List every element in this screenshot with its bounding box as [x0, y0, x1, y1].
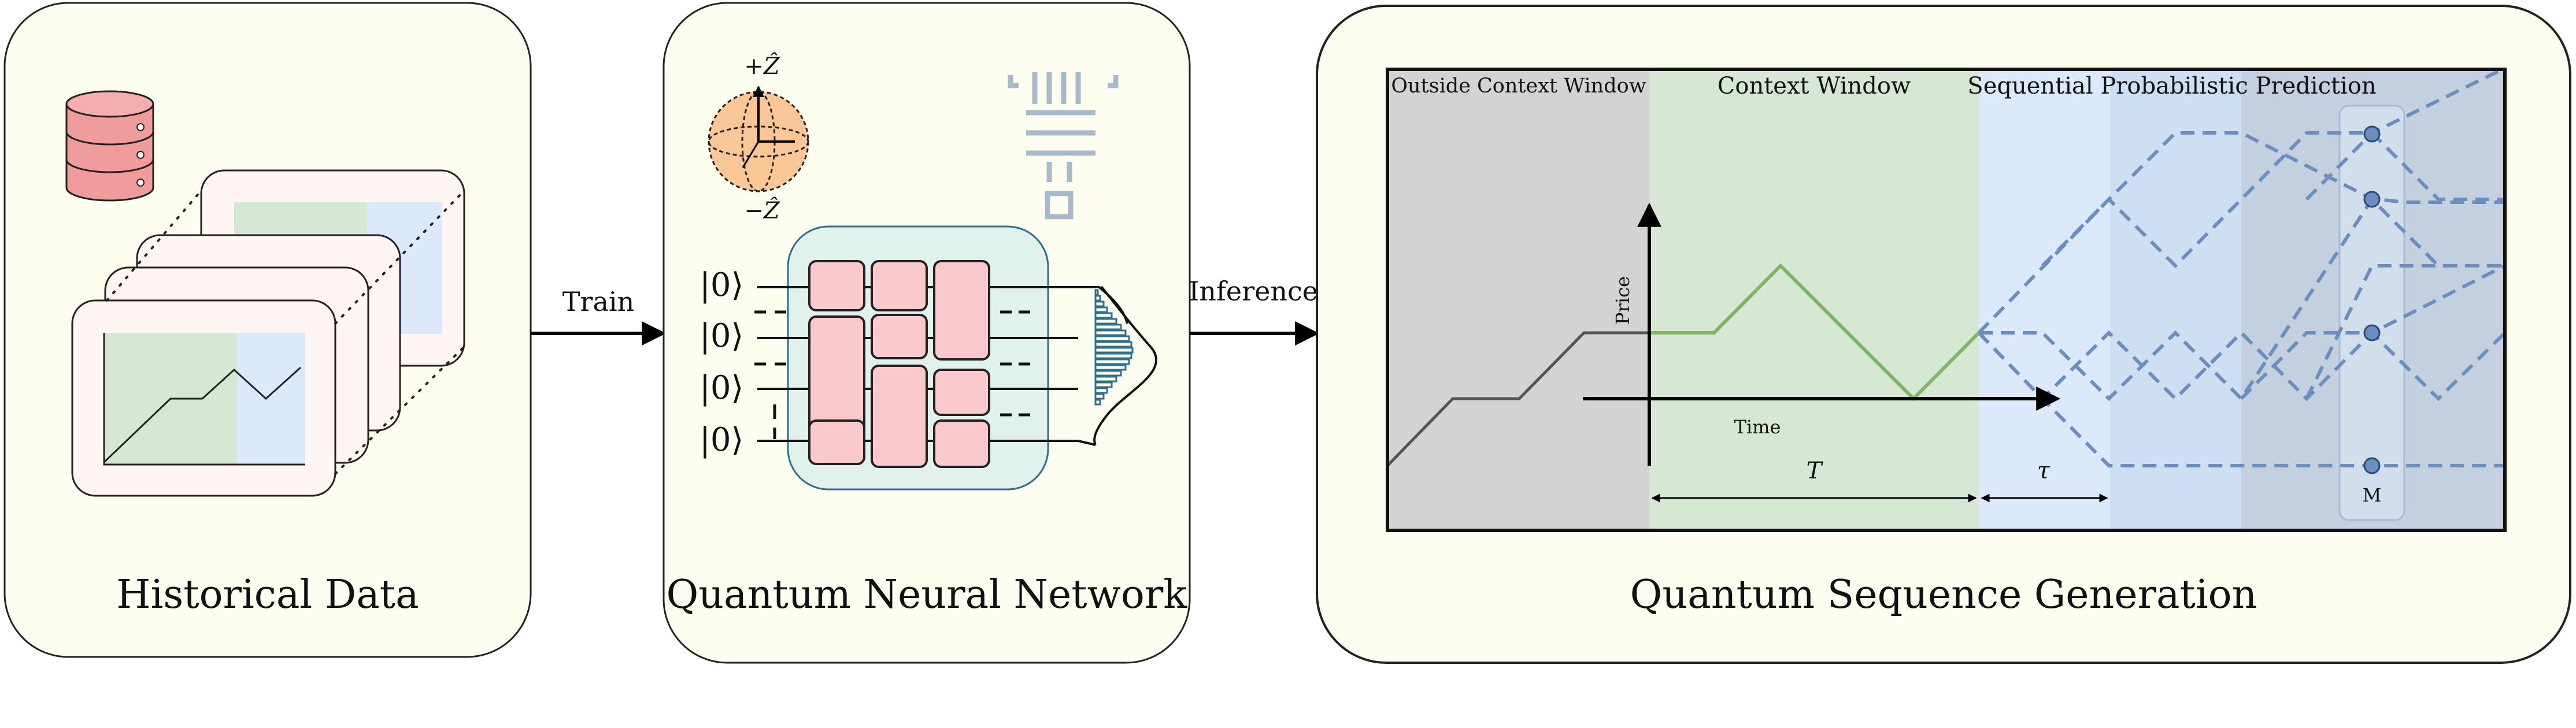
measurement-point — [2363, 457, 2381, 474]
generation-panel: Price Time T τ M Outside Context Window … — [1316, 5, 2571, 664]
quantum-circuit: |0⟩ |0⟩ |0⟩ |0⟩ — [699, 225, 1078, 491]
prediction-step-region — [2110, 69, 2241, 530]
train-arrow: Train — [531, 286, 667, 346]
prediction-path — [2041, 131, 2505, 269]
gate — [808, 419, 865, 465]
ket-labels: |0⟩ |0⟩ |0⟩ |0⟩ — [699, 266, 743, 459]
prediction-path — [2305, 264, 2505, 400]
context-series — [1649, 263, 1981, 402]
qnn-panel: +Ẑ −Ẑ — [662, 2, 1191, 664]
gate — [933, 369, 990, 416]
data-frame-front — [71, 299, 336, 497]
y-axis-label: Price — [1612, 276, 1634, 325]
measurement-point — [2363, 324, 2381, 341]
gate — [871, 314, 928, 359]
inference-label: Inference — [1189, 276, 1318, 307]
train-label: Train — [562, 286, 634, 317]
circuit-gates — [808, 260, 990, 468]
gate — [808, 260, 865, 311]
measurement-points — [2363, 125, 2381, 474]
quantum-chip-icon — [1008, 72, 1119, 220]
x-axis-label: Time — [1734, 416, 1781, 438]
ket-label: |0⟩ — [699, 266, 743, 304]
stack-connector-lines — [106, 190, 465, 475]
context-span-label: T — [1807, 458, 1824, 484]
ket-label: |0⟩ — [699, 317, 743, 355]
bloch-sphere-icon: +Ẑ −Ẑ — [708, 53, 809, 224]
measurement-column — [2338, 105, 2405, 521]
bloch-bottom-label: −Ẑ — [744, 197, 780, 224]
output-distribution — [1078, 285, 1157, 446]
prediction-step-region — [1979, 69, 2110, 530]
span-annotations: T τ M — [1651, 458, 2382, 506]
historical-data-panel: Historical Data — [3, 2, 532, 658]
historical-data-title: Historical Data — [116, 572, 419, 618]
measurement-point — [2363, 191, 2381, 208]
gate — [871, 260, 928, 311]
measurement-point — [2363, 125, 2381, 143]
plot-frame — [1386, 68, 2507, 532]
bloch-top-label: +Ẑ — [744, 53, 780, 80]
generation-title: Quantum Sequence Generation — [1630, 572, 2257, 618]
gate — [871, 365, 928, 468]
outside-context-label: Outside Context Window — [1391, 75, 1646, 98]
inference-arrow: Inference — [1189, 276, 1320, 346]
wire-breaks — [754, 310, 1030, 439]
ket-label: |0⟩ — [699, 369, 743, 407]
plot-regions — [1387, 69, 2505, 530]
distribution-bars — [1094, 289, 1134, 406]
database-icon — [65, 90, 154, 202]
data-frame-stack — [71, 169, 465, 497]
plot-axes: Price Time — [1583, 202, 2061, 466]
context-window-label: Context Window — [1718, 73, 1911, 99]
prediction-path — [1977, 331, 2505, 467]
measure-label: M — [2363, 484, 2382, 506]
prediction-label: Sequential Probabilistic Prediction — [1967, 73, 2376, 99]
ket-label: |0⟩ — [699, 421, 743, 459]
qnn-title: Quantum Neural Network — [667, 572, 1188, 618]
outside-context-region — [1387, 69, 1649, 530]
prediction-path — [1979, 196, 2505, 402]
gate — [933, 260, 990, 361]
step-span-label: τ — [2037, 458, 2051, 484]
gate — [933, 419, 990, 468]
historical-series — [1386, 331, 1649, 467]
